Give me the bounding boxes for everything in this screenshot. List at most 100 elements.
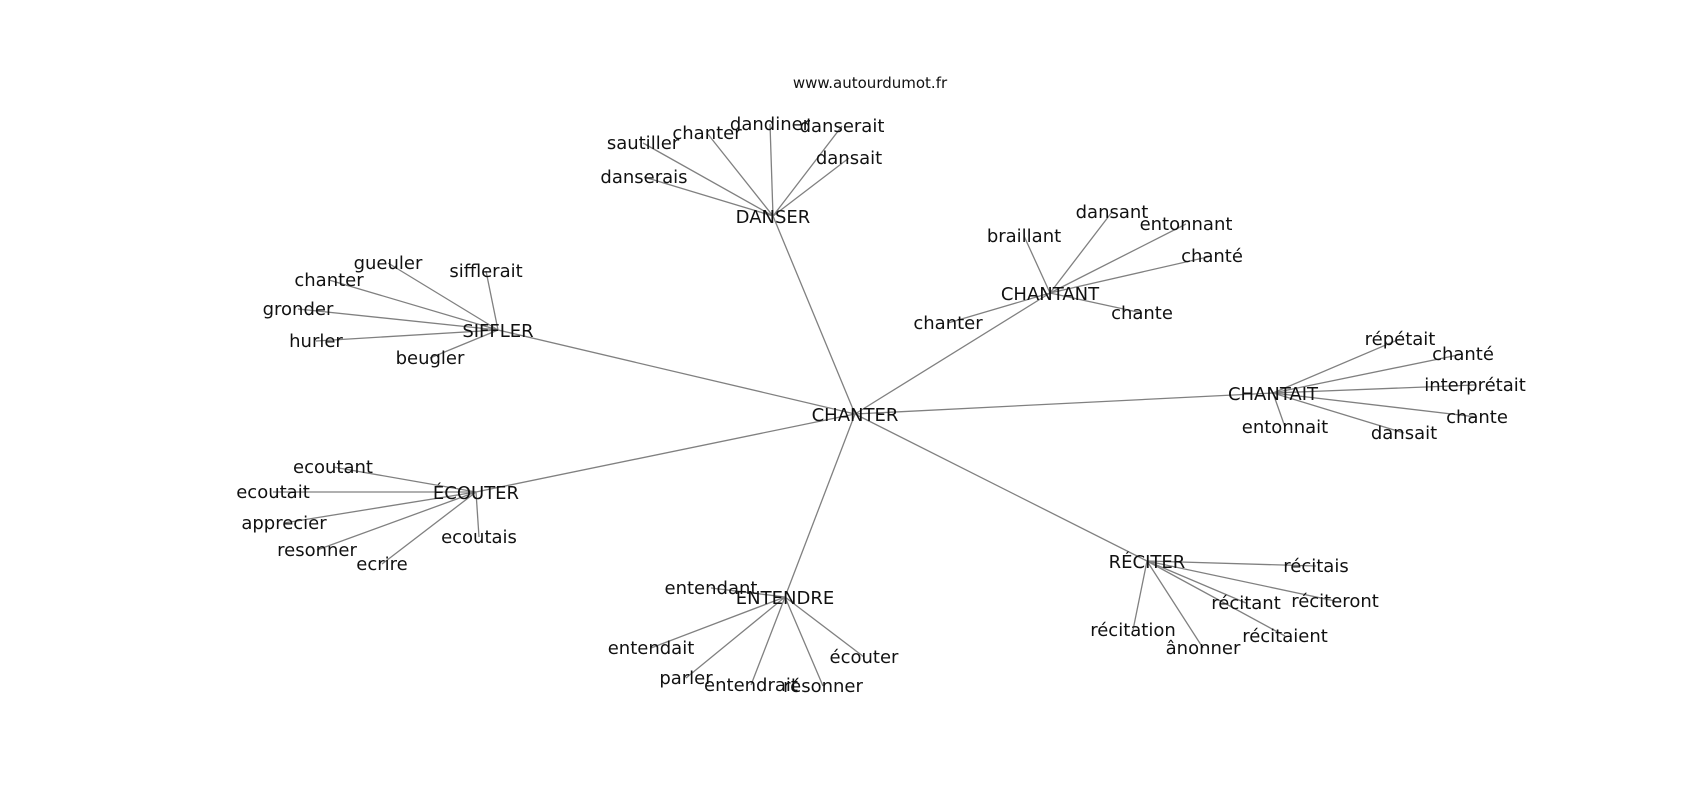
edge-hub-3-word-3: [1272, 392, 1478, 418]
word-node-label: danserais: [600, 167, 687, 188]
word-node-label: ânonner: [1166, 638, 1241, 659]
word-node-label: dansait: [1371, 423, 1437, 444]
center-node-label: CHANTER: [812, 405, 899, 426]
word-node-label: écouter: [830, 647, 900, 668]
hub-node-label: RÉCITER: [1109, 551, 1186, 573]
word-node-label: beugler: [396, 348, 465, 369]
word-node-label: ecoutant: [293, 457, 373, 478]
edge-hub-4-word-5: [475, 491, 480, 538]
word-node-label: interprétait: [1424, 375, 1526, 396]
word-node-label: entendait: [608, 638, 695, 659]
edge-hub-6-word-4: [1146, 560, 1204, 649]
edge-hub-5-word-2: [685, 596, 786, 679]
word-node-label: ecoutais: [441, 527, 517, 548]
edge-center-5: [784, 413, 856, 598]
word-node-label: dansait: [816, 148, 882, 169]
word-node-label: dandiner: [730, 114, 811, 135]
word-node-label: braillant: [987, 226, 1061, 247]
word-node-label: apprecier: [241, 513, 327, 534]
edge-hub-3-word-2: [1272, 384, 1476, 394]
edge-hub-2-word-4: [947, 292, 1051, 324]
word-node-label: ecoutait: [236, 482, 310, 503]
hub-node-label: ÉCOUTER: [433, 482, 519, 504]
word-node-label: récitation: [1090, 620, 1176, 641]
word-node-label: réciteront: [1291, 591, 1379, 612]
labels-layer: danseraissautillerchanterdandinerdansera…: [236, 114, 1526, 697]
edge-hub-2-word-3: [1049, 255, 1213, 294]
edge-hub-5-word-4: [784, 596, 824, 687]
hub-node-label: DANSER: [736, 207, 811, 228]
edge-hub-0-word-2: [706, 132, 774, 217]
word-node-label: gronder: [263, 299, 334, 320]
edge-hub-5-word-0: [710, 587, 786, 598]
edge-center-2: [854, 292, 1051, 415]
edge-hub-4-word-0: [332, 466, 477, 493]
word-node-label: dansant: [1076, 202, 1149, 223]
hub-node-label: SIFFLER: [462, 321, 533, 342]
word-node-label: répétait: [1365, 329, 1436, 350]
word-node-label: ecrire: [356, 554, 407, 575]
edge-hub-3-word-4: [1272, 392, 1405, 434]
source-watermark: www.autourdumot.fr: [793, 74, 948, 92]
edge-center-1: [497, 329, 856, 415]
edge-hub-2-word-2: [1049, 223, 1187, 294]
edge-hub-3-word-1: [1272, 353, 1464, 394]
edge-hub-0-word-5: [772, 157, 850, 217]
edge-hub-1-word-0: [387, 262, 499, 331]
edge-hub-2-word-1: [1049, 211, 1113, 294]
edge-center-4: [475, 413, 856, 493]
word-node-label: entonnant: [1140, 214, 1233, 235]
word-node-label: résonner: [783, 676, 863, 697]
word-node-label: récitais: [1283, 556, 1348, 577]
word-node-label: entendrait: [704, 675, 798, 696]
edge-hub-6-word-0: [1146, 560, 1317, 567]
edge-hub-0-word-3: [769, 123, 774, 217]
edge-hub-3-word-5: [1272, 392, 1286, 428]
word-node-label: resonner: [277, 540, 357, 561]
edge-hub-1-word-3: [297, 308, 499, 331]
word-node-label: parler: [659, 668, 713, 689]
edge-hub-1-word-5: [429, 329, 499, 359]
word-node-label: sifflerait: [449, 261, 522, 282]
edge-hub-1-word-4: [315, 329, 499, 342]
edge-center-3: [854, 392, 1274, 415]
edge-hub-6-word-2: [1146, 560, 1336, 602]
edge-center-0: [772, 215, 856, 415]
edge-hub-2-word-5: [1049, 292, 1143, 314]
word-node-label: chanter: [913, 313, 983, 334]
edge-hub-5-word-3: [750, 596, 786, 686]
word-node-label: gueuler: [354, 253, 423, 274]
word-node-label: récitaient: [1242, 626, 1328, 647]
word-node-label: chanter: [294, 270, 364, 291]
edge-hub-0-word-0: [643, 176, 774, 217]
hub-node-label: CHANTANT: [1001, 284, 1100, 305]
hub-node-label: ENTENDRE: [736, 588, 834, 609]
edge-hub-5-word-1: [650, 596, 786, 649]
edge-hub-4-word-4: [381, 491, 477, 565]
word-node-label: entonnait: [1242, 417, 1328, 438]
edge-hub-6-word-5: [1132, 560, 1148, 631]
word-node-label: danserait: [800, 116, 885, 137]
edge-hub-4-word-3: [316, 491, 477, 551]
edge-hub-4-word-2: [283, 491, 477, 524]
word-node-label: entendant: [665, 578, 758, 599]
word-node-label: chante: [1111, 303, 1173, 324]
word-node-label: hurler: [289, 331, 343, 352]
edge-hub-5-word-5: [784, 596, 865, 658]
word-node-label: chanté: [1181, 246, 1243, 267]
edge-hub-6-word-1: [1146, 560, 1247, 604]
edge-hub-0-word-1: [642, 142, 774, 217]
edge-hub-1-word-1: [485, 270, 499, 331]
word-node-label: chante: [1446, 407, 1508, 428]
edge-hub-6-word-3: [1146, 560, 1286, 637]
word-node-label: récitant: [1211, 593, 1281, 614]
word-node-label: sautiller: [607, 133, 680, 154]
edge-hub-2-word-0: [1023, 235, 1051, 294]
edges-layer: [273, 123, 1478, 687]
edge-hub-0-word-4: [772, 125, 843, 217]
word-node-label: chanter: [672, 123, 742, 144]
edge-hub-3-word-0: [1272, 338, 1401, 394]
edge-center-6: [854, 413, 1148, 562]
edge-hub-1-word-2: [328, 279, 499, 331]
